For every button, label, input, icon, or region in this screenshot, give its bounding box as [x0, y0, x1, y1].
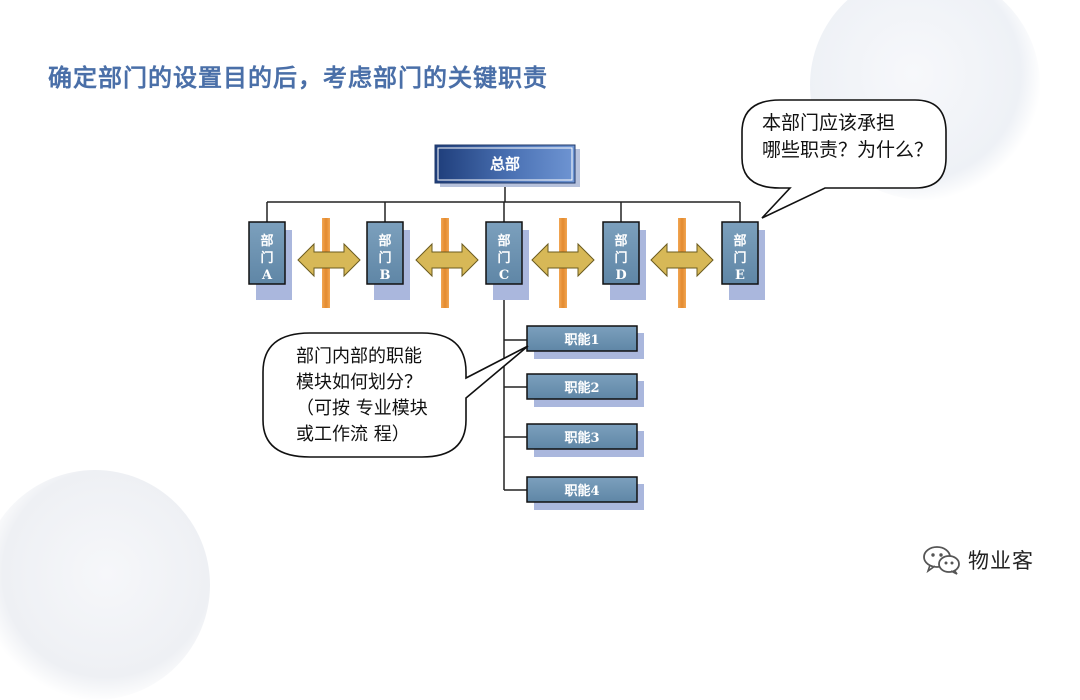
watermark-text: 物业客: [968, 549, 1034, 573]
double-arrow-icon: [415, 242, 479, 278]
svg-text:部: 部: [733, 233, 746, 249]
function-box-2: 职能2: [526, 373, 644, 407]
svg-text:部: 部: [497, 233, 510, 249]
department-d: 部 门 D: [602, 221, 646, 300]
svg-text:C: C: [499, 268, 509, 283]
bubble-top-right-text: 本部门应该承担 哪些职责？为什么？: [762, 112, 934, 161]
department-a: 部 门 A: [248, 221, 292, 300]
org-diagram: 总部 部 门 A 部 门 B 部: [248, 99, 947, 510]
hq-box: 总部: [434, 144, 580, 187]
svg-text:职能1: 职能1: [564, 332, 599, 348]
svg-text:门: 门: [614, 250, 627, 266]
department-c: 部 门 C: [485, 221, 529, 300]
double-arrow-icon: [297, 242, 361, 278]
function-box-1: 职能1: [526, 325, 644, 359]
svg-text:门: 门: [733, 250, 746, 266]
double-arrow-icon: [531, 242, 595, 278]
svg-text:门: 门: [260, 250, 273, 266]
double-arrow-icon: [650, 242, 714, 278]
function-boxes: 职能1 职能2 职能3 职能4: [526, 325, 644, 510]
department-e: 部 门 E: [721, 221, 765, 300]
function-box-3: 职能3: [526, 423, 644, 457]
connector-lines: [266, 184, 741, 491]
speech-bubble-left: [262, 332, 529, 458]
hq-label: 总部: [490, 155, 520, 173]
speech-bubble-top-right: [741, 99, 947, 219]
svg-text:B: B: [380, 268, 391, 283]
department-b: 部 门 B: [366, 221, 410, 300]
svg-text:部: 部: [378, 233, 391, 249]
function-box-4: 职能4: [526, 476, 644, 510]
wechat-icon: [923, 546, 960, 575]
watermark: 物业客: [922, 545, 1034, 575]
svg-text:门: 门: [378, 250, 391, 266]
svg-text:职能2: 职能2: [564, 380, 599, 396]
svg-text:职能3: 职能3: [564, 430, 599, 446]
bubble-left-text: 部门内部的职能 模块如何划分？ （可按 专业模块 或工作流 程）: [296, 346, 428, 445]
svg-text:D: D: [615, 268, 626, 283]
svg-text:部: 部: [260, 233, 273, 249]
department-boxes: 部 门 A 部 门 B 部 门 C 部 门 D 部: [248, 221, 765, 300]
svg-text:职能4: 职能4: [564, 483, 599, 499]
svg-text:部: 部: [614, 233, 627, 249]
double-arrows: [297, 242, 714, 278]
svg-text:门: 门: [497, 250, 510, 266]
svg-text:A: A: [261, 268, 273, 283]
page-title: 确定部门的设置目的后，考虑部门的关键职责: [48, 63, 548, 92]
svg-text:E: E: [735, 268, 745, 283]
